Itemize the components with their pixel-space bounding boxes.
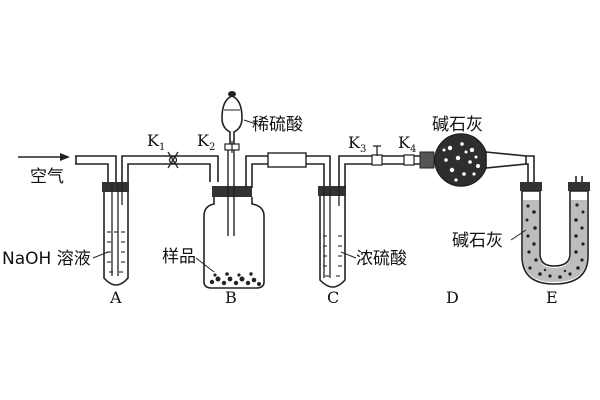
apparatus-label-c: C	[327, 288, 339, 307]
air-label: 空气	[30, 167, 64, 187]
tube-c-to-d	[338, 155, 432, 188]
bottle-b	[203, 150, 265, 289]
svg-text:K: K	[197, 131, 210, 150]
sample-leader	[195, 257, 215, 273]
valve-k2-icon	[224, 141, 240, 153]
valve-label-k2: K 2	[197, 131, 215, 153]
apparatus-label-d: D	[446, 288, 459, 307]
rubber-connector	[267, 152, 307, 168]
test-tube-a	[102, 182, 129, 286]
soda-lime-e-label: 碱石灰	[452, 231, 503, 251]
conc-acid-leader	[340, 251, 357, 259]
air-inlet-tube	[75, 155, 117, 182]
conc-acid-label: 浓硫酸	[356, 249, 407, 269]
drying-tube-d	[434, 133, 527, 187]
valve-label-k1: K 1	[147, 131, 165, 153]
apparatus-label-a: A	[109, 288, 122, 307]
separatory-funnel	[221, 91, 257, 147]
svg-text:3: 3	[360, 144, 366, 155]
stopper-a	[102, 182, 129, 192]
stopper-b	[212, 186, 252, 197]
sample-label: 样品	[162, 247, 196, 267]
test-tube-c	[318, 186, 346, 288]
svg-text:4: 4	[410, 144, 416, 155]
tube-b-to-c	[245, 152, 331, 188]
naoh-leader	[92, 251, 109, 259]
svg-text:K: K	[398, 133, 411, 152]
valve-label-k3: K 3	[348, 133, 366, 155]
valve-k4-icon	[403, 151, 435, 169]
valve-label-k4: K 4	[398, 133, 416, 155]
svg-text:K: K	[147, 131, 160, 150]
tube-d-to-e	[526, 155, 535, 184]
valve-k3-icon	[371, 145, 383, 166]
valve-k1-icon	[167, 151, 179, 169]
air-arrow-icon	[18, 153, 70, 161]
stopper-c	[318, 186, 346, 196]
u-tube-e	[520, 176, 590, 285]
apparatus-label-e: E	[546, 288, 558, 307]
naoh-label: NaOH 溶液	[2, 249, 91, 269]
apparatus-label-b: B	[225, 288, 237, 307]
soda-lime-top-label: 碱石灰	[432, 115, 483, 135]
svg-text:K: K	[348, 133, 361, 152]
dilute-acid-label: 稀硫酸	[252, 115, 303, 135]
svg-text:1: 1	[159, 142, 165, 153]
soda-lime-e-leader	[510, 229, 527, 241]
svg-text:2: 2	[209, 142, 215, 153]
